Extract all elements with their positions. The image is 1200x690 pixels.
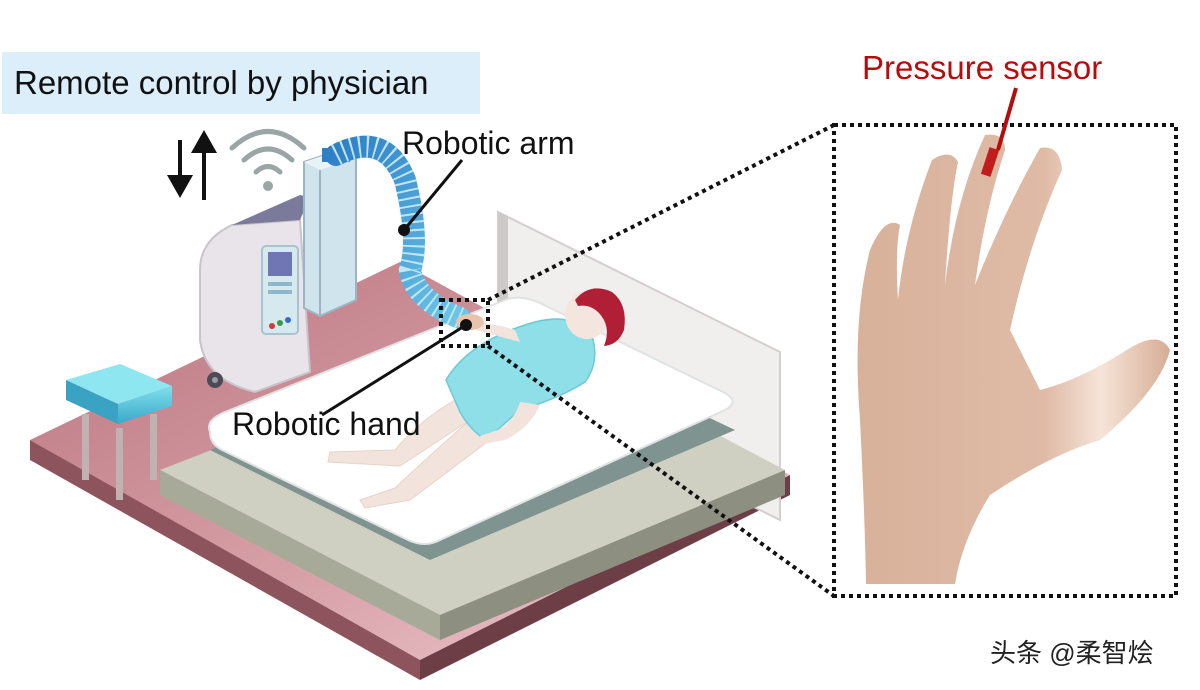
robotic-arm-leader [398, 159, 464, 236]
robotic-hand-leader [321, 319, 472, 417]
up-down-arrows-icon [167, 130, 217, 200]
title-box [2, 52, 480, 114]
robotic-hand-label: Robotic hand [232, 406, 421, 442]
robotic-arm [325, 135, 471, 329]
patient [327, 288, 625, 509]
pressure-sensor-label: Pressure sensor [862, 49, 1103, 86]
stool [66, 364, 172, 500]
pressure-sensor-pointer [996, 87, 1018, 151]
title-label: Remote control by physician [14, 64, 429, 101]
robot-console [199, 148, 357, 394]
watermark: 头条 @柔智烩 [990, 638, 1154, 668]
zoom-connectors [486, 123, 836, 598]
enlarged-robotic-hand [857, 134, 1170, 585]
wifi-icon [229, 129, 307, 191]
zoom-source-box [439, 298, 490, 348]
robotic-arm-label: Robotic arm [402, 125, 575, 161]
